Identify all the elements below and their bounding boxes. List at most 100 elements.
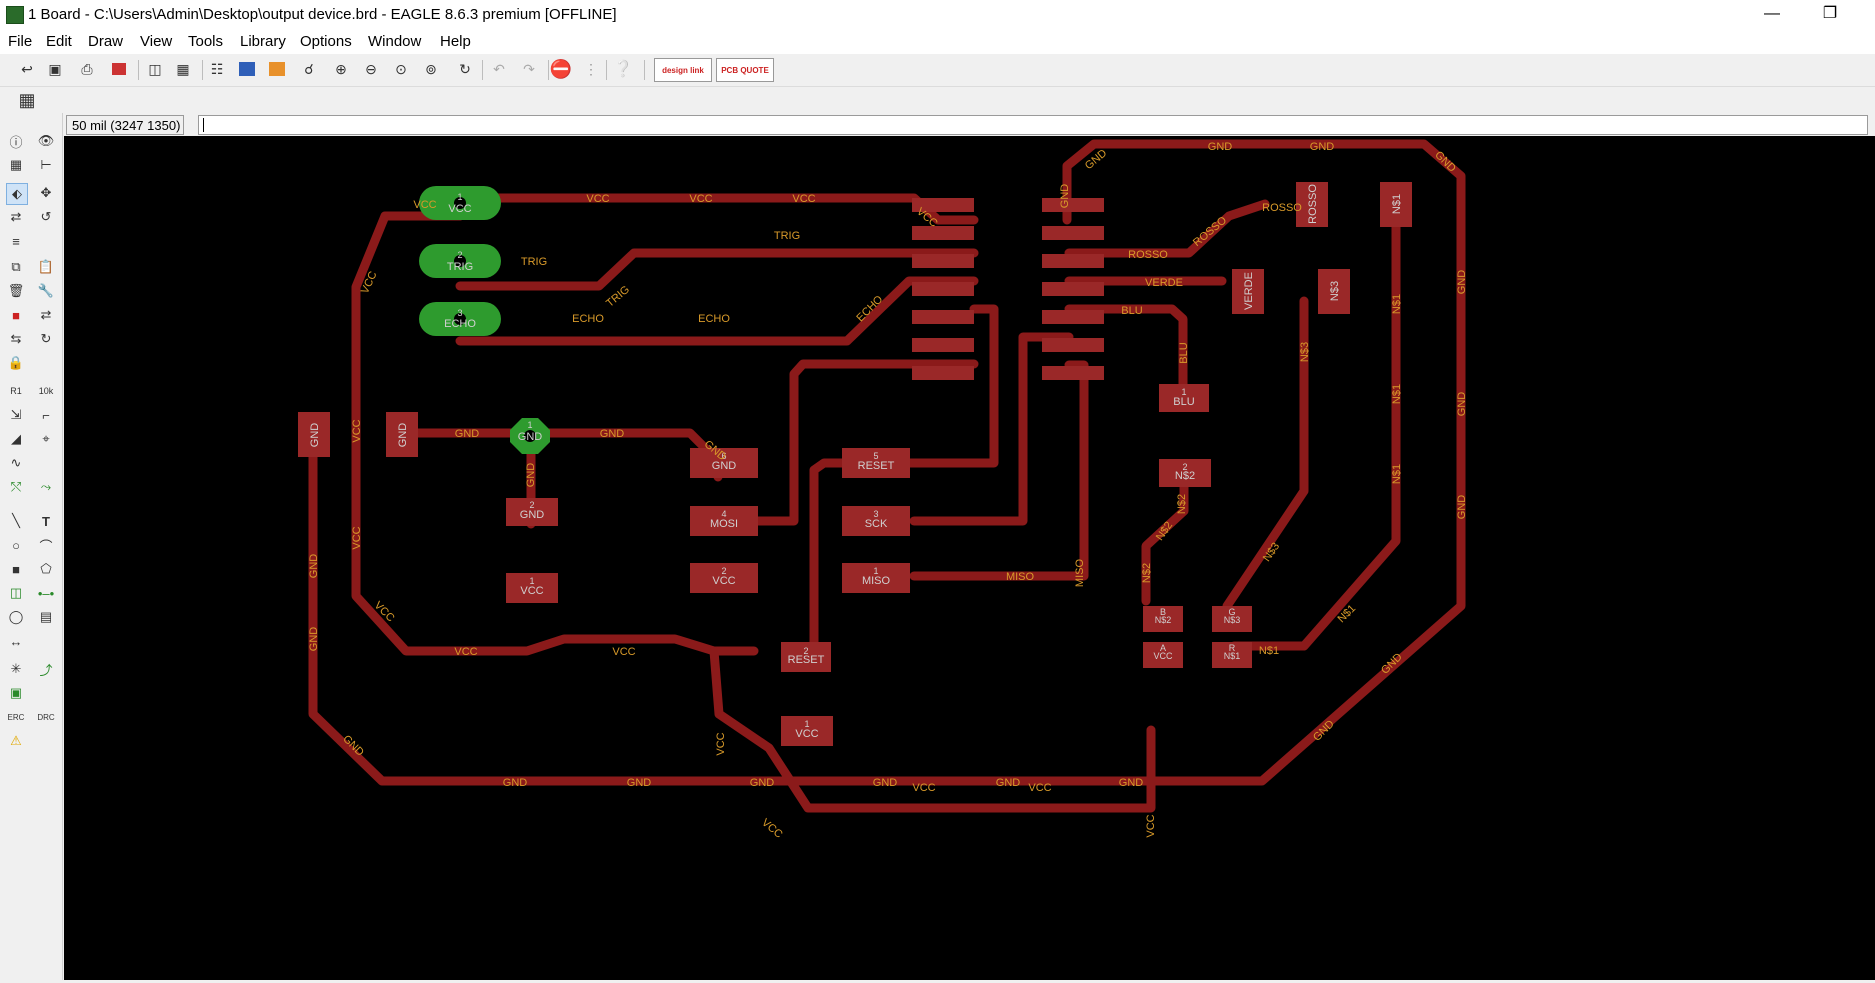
miter-icon[interactable]: ⌐ bbox=[42, 407, 50, 423]
restore-button[interactable]: ❐ bbox=[1822, 5, 1838, 22]
zoom-out-icon[interactable]: ⊖ bbox=[365, 60, 377, 77]
menu-draw[interactable]: Draw bbox=[88, 33, 124, 50]
net-trig-2: TRIG bbox=[604, 284, 632, 310]
factory-icon[interactable]: ▦ bbox=[176, 60, 190, 77]
command-line-input[interactable] bbox=[198, 115, 1868, 135]
zoom-custom-icon[interactable]: ⊚ bbox=[425, 60, 437, 77]
menu-tools[interactable]: Tools bbox=[188, 33, 224, 50]
script-icon[interactable] bbox=[236, 58, 258, 80]
grid-toggle-icon[interactable]: ▦ bbox=[18, 89, 36, 110]
zoom-select-icon[interactable]: ⊙ bbox=[395, 60, 407, 77]
pad-verde bbox=[1232, 269, 1264, 314]
drc-icon[interactable]: DRC bbox=[37, 712, 55, 722]
go-icon[interactable]: ⋮ bbox=[584, 60, 598, 77]
lock-icon[interactable]: 🔒 bbox=[7, 355, 25, 370]
value-icon[interactable]: 10k bbox=[38, 386, 54, 396]
mark-icon[interactable]: ⊢ bbox=[40, 157, 52, 172]
autorouter-icon[interactable]: ⤳ bbox=[40, 479, 52, 494]
text-icon[interactable]: T bbox=[42, 513, 50, 529]
menu-file[interactable]: File bbox=[8, 33, 33, 50]
zoom-in-icon[interactable]: ⊕ bbox=[335, 60, 347, 77]
net-vcc-7: VCC bbox=[351, 419, 363, 442]
board-canvas[interactable]: VCC TRIG ECHO GND GND GND MOSI VCC VCC R… bbox=[64, 136, 1875, 980]
line-icon[interactable]: ╲ bbox=[12, 513, 20, 528]
menu-options[interactable]: Options bbox=[300, 33, 352, 50]
board-icon[interactable]: ▣ bbox=[9, 685, 23, 700]
autoroute-icon[interactable]: ⤴ bbox=[39, 662, 53, 678]
attribute-icon[interactable]: ▤ bbox=[39, 609, 53, 624]
mirror-icon[interactable]: ⇄ bbox=[10, 209, 22, 224]
net-trig-1: TRIG bbox=[521, 256, 547, 268]
trace-sck bbox=[909, 332, 1074, 526]
circle-icon[interactable]: ○ bbox=[12, 537, 20, 553]
ripup-icon[interactable]: ⤲ bbox=[10, 479, 22, 494]
ulp-icon[interactable] bbox=[266, 58, 288, 80]
trace-blu bbox=[1064, 304, 1188, 389]
move-icon[interactable]: ✥ bbox=[40, 185, 52, 200]
add-icon[interactable]: ■ bbox=[12, 307, 20, 323]
label-pad-g-n3: N$3 bbox=[1224, 615, 1241, 625]
swap-icon[interactable]: ⇆ bbox=[10, 331, 22, 346]
pin-num-vcc: 1 bbox=[457, 192, 462, 202]
grid-icon[interactable]: ☷ bbox=[210, 60, 224, 77]
cam-icon[interactable] bbox=[108, 58, 130, 80]
show-icon[interactable]: 👁 bbox=[37, 133, 55, 148]
zoom-fit-icon[interactable]: ☌ bbox=[304, 60, 314, 77]
trace-gnd-right bbox=[526, 428, 723, 482]
replace-icon[interactable]: ⇄ bbox=[40, 307, 52, 322]
meander-icon[interactable]: ⌖ bbox=[42, 431, 50, 446]
menu-help[interactable]: Help bbox=[440, 33, 471, 50]
minimize-button[interactable]: — bbox=[1764, 5, 1780, 22]
align-icon[interactable]: ≡ bbox=[12, 233, 20, 249]
net-n1-1: N$1 bbox=[1391, 294, 1403, 314]
net-gnd-6: GND bbox=[308, 627, 320, 652]
trace-echo bbox=[455, 276, 979, 346]
paste-icon[interactable]: 📋 bbox=[37, 259, 55, 274]
label-pad-trig: TRIG bbox=[447, 261, 473, 273]
pcb-quote-button[interactable]: PCB QUOTE bbox=[716, 58, 774, 82]
help-icon[interactable]: ❔ bbox=[613, 61, 633, 78]
optimize-icon[interactable]: ◢ bbox=[11, 431, 21, 446]
hole-icon[interactable]: ◯ bbox=[8, 609, 24, 624]
display-icon[interactable]: ▦ bbox=[9, 157, 23, 172]
label-pad-vcc-1: VCC bbox=[520, 585, 543, 597]
pin-num-reset: 5 bbox=[873, 451, 878, 461]
route-icon[interactable]: ∿ bbox=[10, 455, 22, 470]
split-icon[interactable]: ⇲ bbox=[10, 407, 22, 422]
info-icon[interactable]: ⓘ bbox=[9, 134, 23, 150]
select-icon[interactable]: ⬖ bbox=[6, 183, 28, 205]
stop-icon[interactable]: ⛔ bbox=[549, 58, 573, 79]
open-icon[interactable]: ↩ bbox=[21, 60, 33, 77]
rectangle-icon[interactable]: ■ bbox=[12, 561, 20, 577]
print-icon[interactable]: ⎙ bbox=[81, 60, 93, 77]
design-link-button[interactable]: design link bbox=[654, 58, 712, 82]
lock-rotate-icon[interactable]: ↻ bbox=[40, 331, 52, 346]
trace-rosso bbox=[1064, 199, 1270, 258]
pad-header-right-6 bbox=[1042, 338, 1104, 352]
save-icon[interactable]: ▣ bbox=[48, 60, 62, 77]
rotate-icon[interactable]: ↺ bbox=[40, 209, 52, 224]
layers-icon[interactable]: ◫ bbox=[148, 60, 162, 77]
redraw-icon[interactable]: ↻ bbox=[459, 60, 471, 77]
pcb-layout: VCC TRIG ECHO GND GND GND MOSI VCC VCC R… bbox=[298, 139, 1468, 841]
menu-edit[interactable]: Edit bbox=[46, 33, 72, 50]
pad-r-n1 bbox=[1212, 642, 1252, 668]
delete-icon[interactable]: 🗑 bbox=[7, 283, 25, 298]
warning-icon[interactable]: ⚠ bbox=[10, 733, 22, 748]
change-icon[interactable]: 🔧 bbox=[37, 283, 55, 298]
menu-view[interactable]: View bbox=[140, 33, 173, 50]
menu-library[interactable]: Library bbox=[240, 33, 286, 50]
undo-icon[interactable]: ↶ bbox=[493, 60, 505, 77]
arc-icon[interactable]: ⌒ bbox=[39, 538, 53, 554]
smash-icon[interactable]: R1 bbox=[10, 386, 22, 396]
pad-blu bbox=[1159, 384, 1209, 412]
polygon-icon[interactable]: ⬠ bbox=[40, 561, 52, 576]
redo-icon[interactable]: ↷ bbox=[523, 60, 535, 77]
ratsnest-icon[interactable]: ✳ bbox=[10, 661, 22, 676]
copy-icon[interactable]: ⧉ bbox=[11, 259, 21, 274]
menu-window[interactable]: Window bbox=[368, 33, 422, 50]
dimension-icon[interactable]: ↔ bbox=[9, 633, 23, 649]
via-icon[interactable]: ◫ bbox=[9, 585, 23, 600]
signal-icon[interactable]: •–• bbox=[37, 585, 55, 601]
erc-icon[interactable]: ERC bbox=[7, 712, 25, 722]
